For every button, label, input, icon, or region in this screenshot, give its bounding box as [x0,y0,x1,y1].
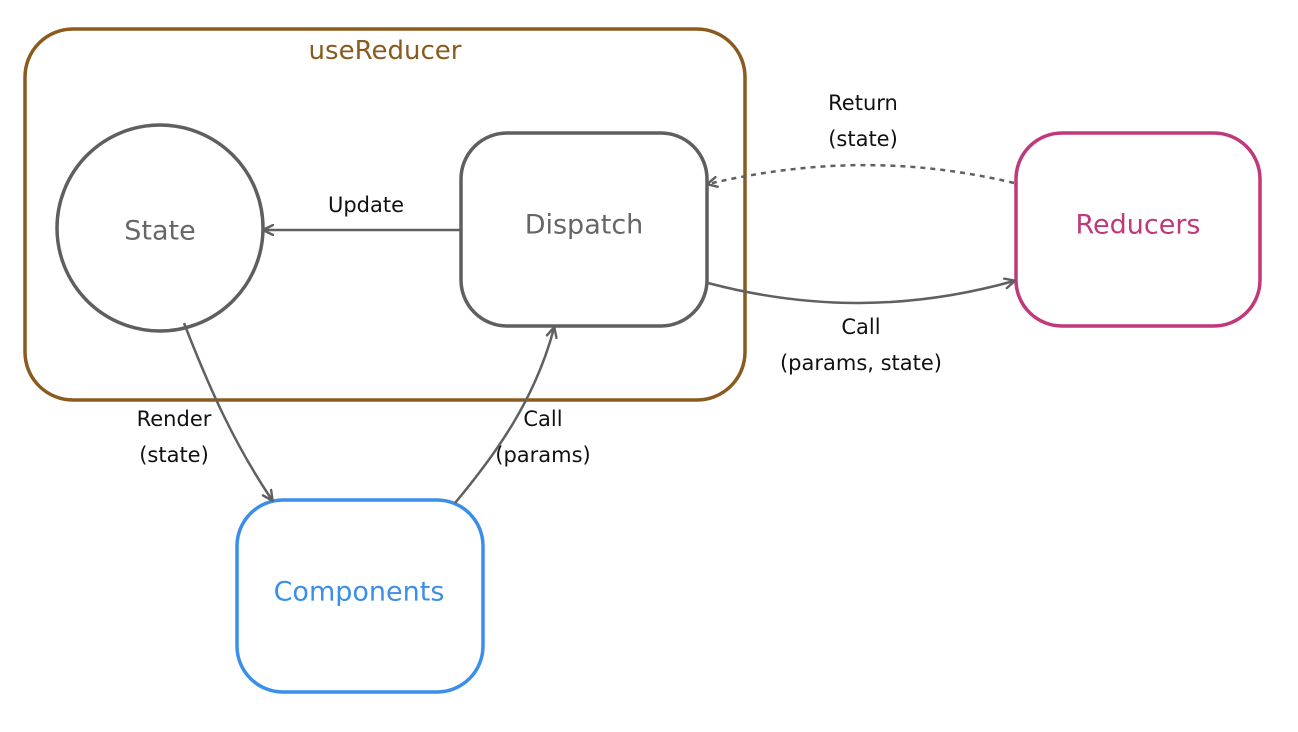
edge-update-label: Update [328,193,404,217]
edge-return-label-line2: (state) [828,127,898,151]
edge-render[interactable]: Render (state) [137,322,272,500]
edge-call-dispatch-arrow [454,328,554,504]
reducers-node[interactable]: Reducers [1014,131,1262,328]
state-node[interactable]: State [55,123,265,333]
edge-render-arrow [182,322,272,500]
edge-call-reducer-label-line1: Call [841,315,880,339]
edge-call-reducer-label-line2: (params, state) [780,351,942,375]
edge-update[interactable]: Update [264,193,461,230]
state-node-label: State [124,216,195,247]
dispatch-node[interactable]: Dispatch [459,131,709,328]
reducers-node-shape [1014,131,1262,328]
components-node[interactable]: Components [235,498,485,694]
edge-return-arrow [708,163,1015,184]
edge-call-dispatch-label-line2: (params) [495,443,590,467]
edge-call-dispatch[interactable]: Call (params) [454,328,591,504]
use-reducer-group-border [23,27,747,402]
reducers-node-label: Reducers [1075,210,1200,241]
dispatch-node-label: Dispatch [525,210,644,241]
edge-call-reducer[interactable]: Call (params, state) [707,281,1014,375]
edge-call-dispatch-label-line1: Call [523,407,562,431]
edge-return-label-line1: Return [828,91,898,115]
edge-call-reducer-arrow [707,281,1014,305]
use-reducer-group[interactable]: useReducer [23,27,747,402]
edge-render-label-line2: (state) [139,443,209,467]
components-node-label: Components [274,577,445,608]
edge-render-label-line1: Render [137,407,212,431]
edge-return[interactable]: Return (state) [708,91,1015,184]
use-reducer-group-label: useReducer [309,36,462,66]
components-node-shape [235,498,485,694]
